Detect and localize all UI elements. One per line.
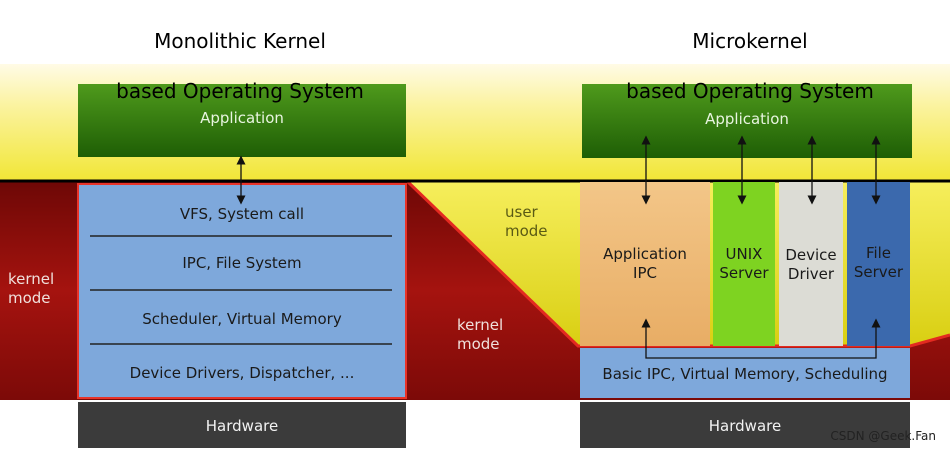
mono-layer-ipc: IPC, File System — [182, 254, 302, 272]
mono-hardware-box — [78, 402, 406, 448]
micro-kernel-box — [580, 348, 910, 398]
ipc-message-path — [641, 318, 881, 359]
mono-title-line2: based Operating System — [116, 79, 364, 103]
device-driver-label: Device Driver — [785, 246, 837, 283]
micro-application-label: Application — [705, 110, 789, 128]
file-server-label: File Server — [853, 244, 904, 281]
micro-title-line1: Microkernel — [692, 29, 808, 53]
mono-application-label: Application — [200, 109, 284, 127]
watermark: CSDN @Geek.Fan — [830, 429, 936, 443]
mono-kernel-box — [77, 183, 407, 399]
mono-layer-drivers: Device Drivers, Dispatcher, ... — [129, 364, 355, 382]
mono-kernel-mode-label: kernel mode — [8, 270, 55, 307]
mono-title-line1: Monolithic Kernel — [154, 29, 326, 53]
micro-kernel-label: Basic IPC, Virtual Memory, Scheduling — [602, 365, 888, 383]
micro-hardware-box — [580, 402, 910, 448]
micro-application-box — [582, 84, 912, 158]
micro-kernel-mode-label: kernel mode — [457, 316, 504, 353]
micro-hardware-label: Hardware — [708, 417, 782, 435]
mono-application-box — [78, 84, 406, 157]
mono-title: Monolithic Kernel based Operating System — [90, 4, 390, 129]
micro-user-mode-label: user mode — [505, 203, 548, 240]
mono-layer-vfs: VFS, System call — [179, 205, 305, 223]
unix-server-label: UNIX Server — [719, 245, 769, 282]
mono-hardware-label: Hardware — [205, 417, 279, 435]
micro-title: Microkernel based Operating System — [600, 4, 900, 129]
mono-layer-scheduler: Scheduler, Virtual Memory — [142, 310, 342, 328]
app-ipc-label: Application IPC — [603, 245, 687, 282]
micro-title-line2: based Operating System — [626, 79, 874, 103]
